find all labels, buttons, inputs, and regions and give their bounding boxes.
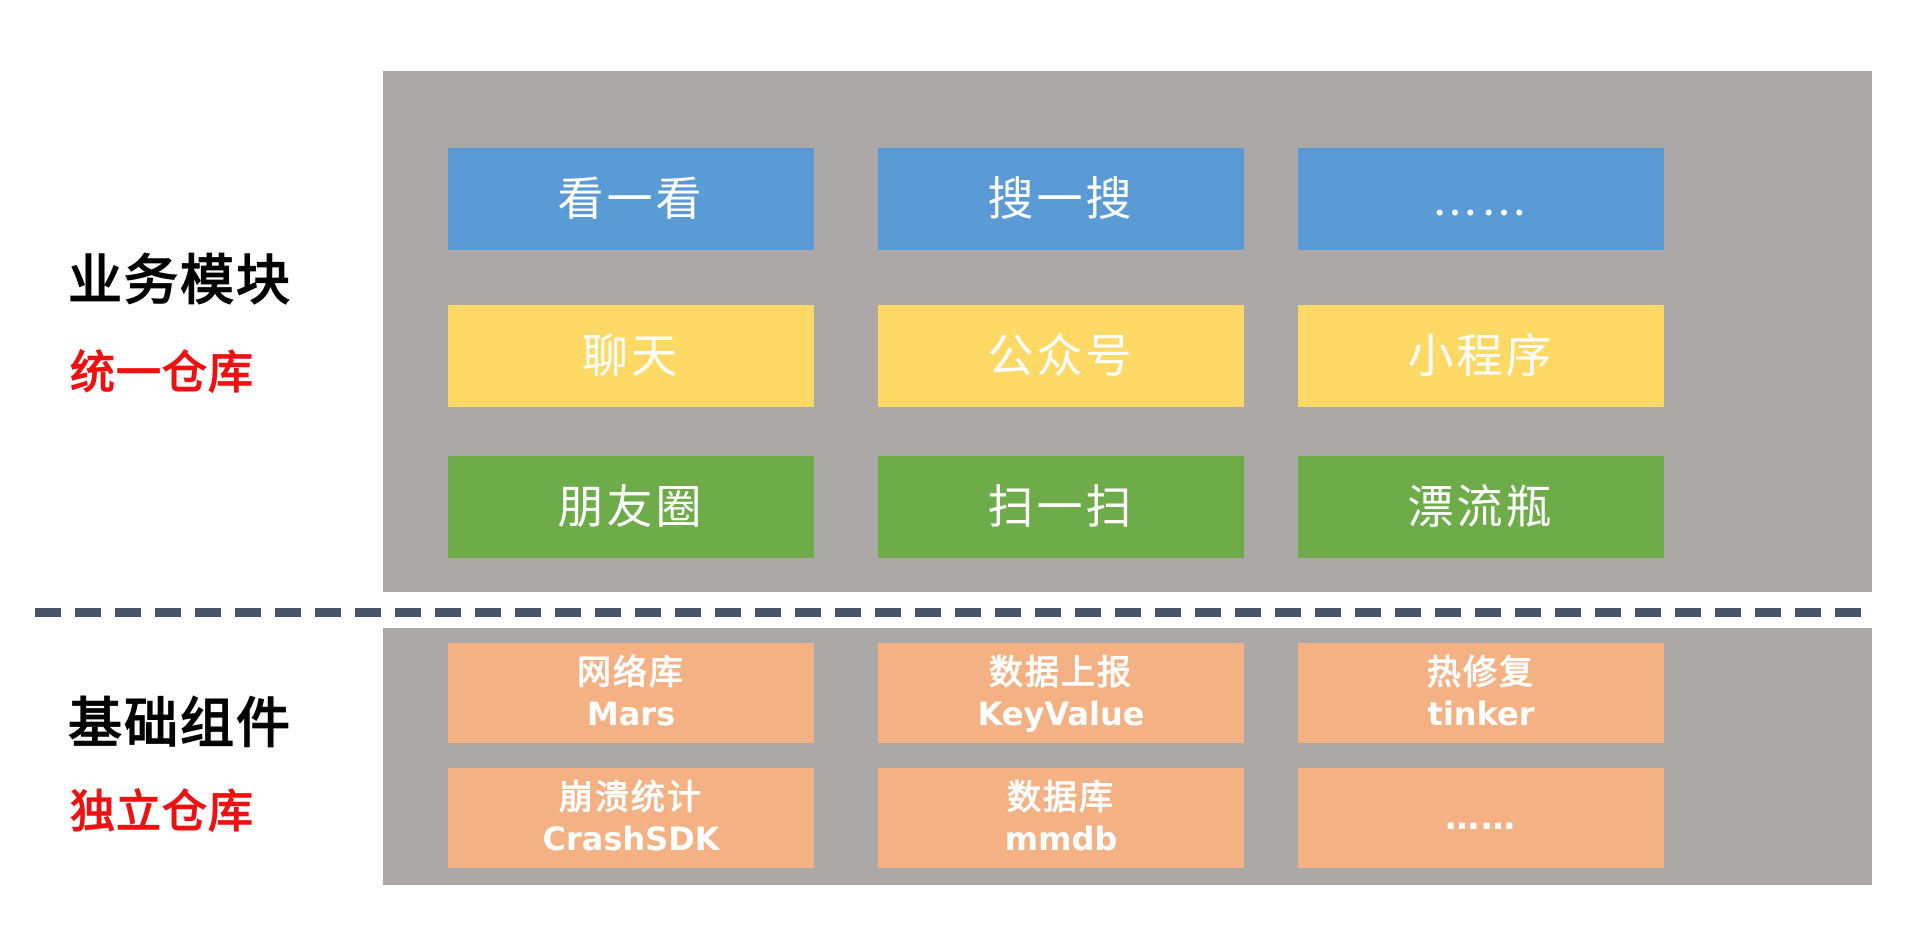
dashed-divider: [35, 608, 1873, 617]
business-box-souyisou: 搜一搜: [878, 148, 1244, 250]
component-box-more: ……: [1298, 768, 1664, 868]
component-title: 热修复: [1427, 652, 1535, 693]
business-box-moments: 朋友圈: [448, 456, 814, 558]
foundation-components-panel: 网络库 Mars 数据上报 KeyValue 热修复 tinker 崩溃统计 C…: [383, 628, 1872, 885]
component-box-crashsdk: 崩溃统计 CrashSDK: [448, 768, 814, 868]
foundation-repo-label: 独立仓库: [70, 785, 255, 838]
component-title: ……: [1445, 797, 1517, 838]
component-box-tinker: 热修复 tinker: [1298, 643, 1664, 743]
component-title: 网络库: [577, 652, 685, 693]
business-box-scan: 扫一扫: [878, 456, 1244, 558]
component-box-keyvalue: 数据上报 KeyValue: [878, 643, 1244, 743]
business-modules-panel: 看一看 搜一搜 …… 聊天 公众号 小程序 朋友圈 扫一扫 漂流瓶: [383, 71, 1872, 592]
box-label: 扫一扫: [987, 480, 1135, 534]
box-label: 漂流瓶: [1407, 480, 1555, 534]
business-box-more: ……: [1298, 148, 1664, 250]
business-box-mini-program: 小程序: [1298, 305, 1664, 407]
box-label: 小程序: [1407, 329, 1555, 383]
component-title: 崩溃统计: [559, 777, 703, 818]
box-label: 看一看: [557, 172, 705, 226]
box-label: 公众号: [987, 329, 1135, 383]
component-title: 数据上报: [989, 652, 1133, 693]
component-name: KeyValue: [977, 695, 1145, 734]
business-box-drift-bottle: 漂流瓶: [1298, 456, 1664, 558]
box-label: 聊天: [582, 329, 680, 383]
business-box-chat: 聊天: [448, 305, 814, 407]
business-box-official-accounts: 公众号: [878, 305, 1244, 407]
box-label: ……: [1432, 172, 1530, 226]
component-name: mmdb: [1004, 820, 1118, 859]
business-box-kanyikan: 看一看: [448, 148, 814, 250]
box-label: 朋友圈: [557, 480, 705, 534]
component-box-mars: 网络库 Mars: [448, 643, 814, 743]
component-box-mmdb: 数据库 mmdb: [878, 768, 1244, 868]
component-name: CrashSDK: [542, 820, 720, 859]
business-repo-label: 统一仓库: [70, 346, 255, 399]
component-title: 数据库: [1007, 777, 1115, 818]
box-label: 搜一搜: [987, 172, 1135, 226]
component-name: tinker: [1427, 695, 1535, 734]
component-name: Mars: [586, 695, 676, 734]
foundation-section-label: 基础组件: [68, 691, 292, 755]
business-section-label: 业务模块: [68, 248, 292, 312]
